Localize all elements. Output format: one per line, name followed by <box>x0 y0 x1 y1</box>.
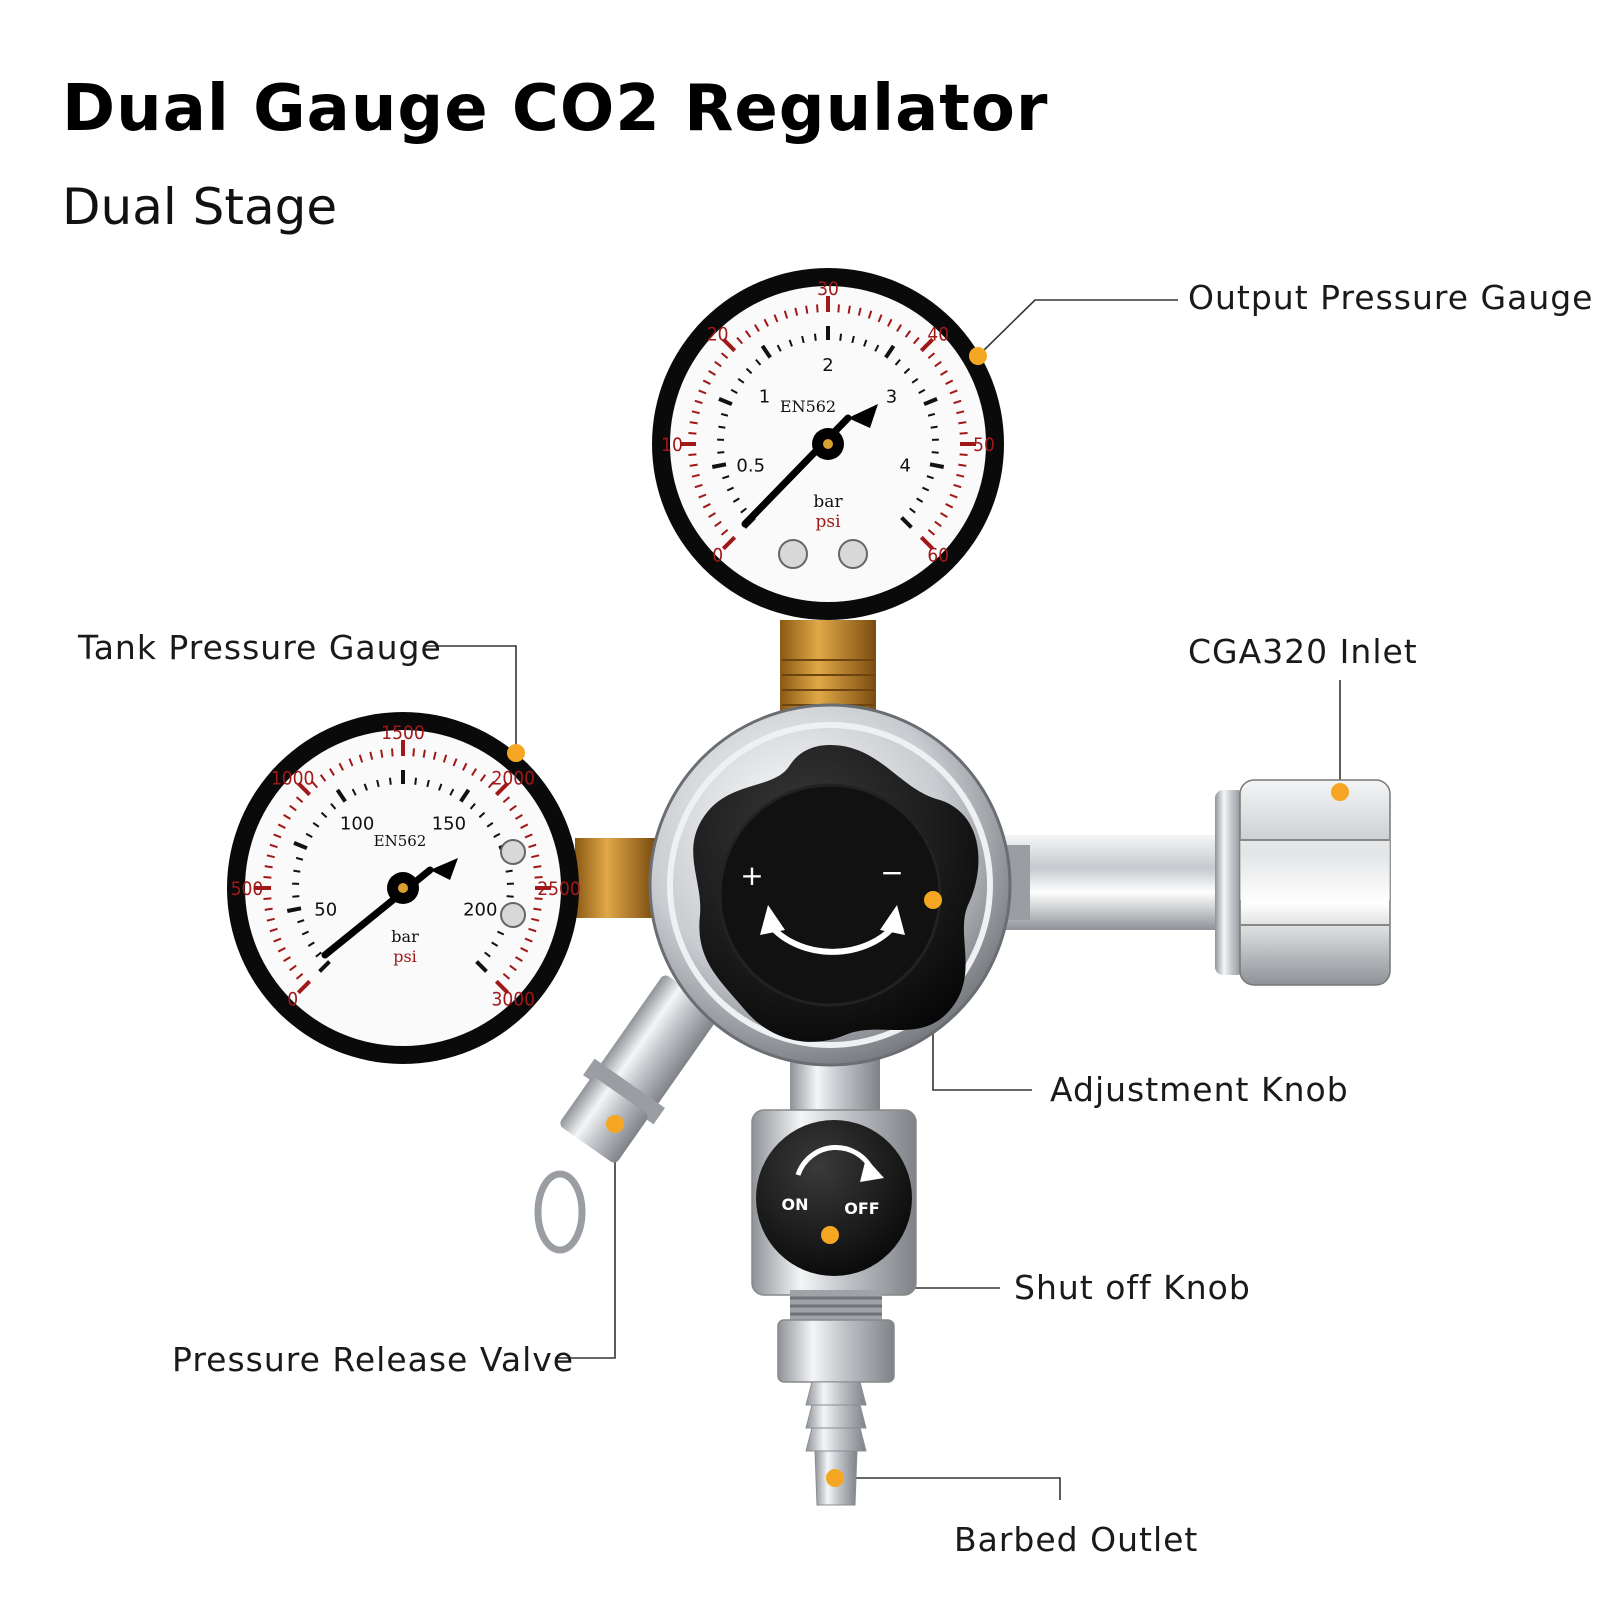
adjustment-knob-graphic <box>693 745 979 1042</box>
inlet-dot <box>1331 783 1349 801</box>
output-gauge-stem <box>780 620 876 720</box>
output-gauge-bar-tick-label: 1 <box>759 386 770 407</box>
tank-gauge-psi-tick-label: 2000 <box>492 768 536 790</box>
tank-gauge-graphic <box>227 712 579 1064</box>
callout-tank-gauge: Tank Pressure Gauge <box>78 628 442 667</box>
adjust-knob-dot <box>924 891 942 909</box>
adjust-minus-label: − <box>880 856 903 889</box>
output-gauge-psi-tick-label: 10 <box>661 434 683 456</box>
cga320-nut <box>1215 779 1391 986</box>
output-gauge-bar-unit: bar <box>813 492 843 512</box>
output-gauge-psi-tick-label: 40 <box>927 324 949 346</box>
callout-release-valve: Pressure Release Valve <box>172 1340 575 1379</box>
shutoff-knob-graphic <box>756 1120 912 1276</box>
inlet-arm <box>995 835 1245 930</box>
shutoff-off-label: OFF <box>844 1199 879 1218</box>
tank-gauge-psi-tick-label: 3000 <box>492 988 536 1010</box>
callout-inlet: CGA320 Inlet <box>1188 632 1418 671</box>
output-gauge-bar-tick-label: 2 <box>822 355 833 376</box>
tank-gauge-psi-tick-label: 0 <box>287 988 298 1010</box>
callout-output-gauge: Output Pressure Gauge <box>1188 278 1594 317</box>
page-title: Dual Gauge CO2 Regulator <box>62 72 1049 146</box>
shutoff-on-label: ON <box>782 1195 809 1214</box>
output-gauge-dot <box>969 347 987 365</box>
callout-shutoff-knob: Shut off Knob <box>1014 1268 1251 1307</box>
tank-gauge-bar-tick-label: 200 <box>463 900 497 921</box>
callout-barbed-outlet: Barbed Outlet <box>954 1520 1199 1559</box>
tank-gauge-brand: EN562 <box>374 832 427 850</box>
tank-gauge-psi-tick-label: 1000 <box>271 768 315 790</box>
adjust-plus-label: + <box>740 859 763 892</box>
shutoff-knob-dot <box>821 1226 839 1244</box>
output-gauge-psi-unit: psi <box>815 512 841 532</box>
output-gauge-psi-tick-label: 0 <box>712 544 723 566</box>
release-valve-dot <box>606 1115 624 1133</box>
output-gauge-brand: EN562 <box>780 397 836 416</box>
page-subtitle: Dual Stage <box>62 178 338 236</box>
tank-gauge-psi-tick-label: 2500 <box>537 878 581 900</box>
callout-dots <box>507 347 1349 1487</box>
tank-gauge-bar-tick-label: 50 <box>314 900 337 921</box>
pressure-release-valve <box>560 975 720 1163</box>
tank-gauge-bar-tick-label: 150 <box>432 813 466 834</box>
tank-gauge-stem <box>575 838 655 918</box>
output-gauge-psi-tick-label: 50 <box>973 434 995 456</box>
output-gauge-psi-tick-label: 20 <box>707 324 729 346</box>
callout-adjust-knob: Adjustment Knob <box>1050 1070 1349 1109</box>
barbed-outlet-dot <box>826 1469 844 1487</box>
output-gauge-bar-tick-label: 0.5 <box>736 456 765 477</box>
release-ring <box>534 1170 586 1254</box>
tank-gauge-dot <box>507 744 525 762</box>
tank-gauge-psi-unit: psi <box>393 947 417 966</box>
output-gauge-bar-tick-label: 3 <box>886 386 897 407</box>
output-gauge-graphic <box>652 268 1004 620</box>
output-gauge-psi-tick-label: 30 <box>817 278 839 300</box>
output-gauge-bar-tick-label: 4 <box>900 456 911 477</box>
tank-gauge-bar-unit: bar <box>391 927 419 946</box>
tank-gauge-psi-tick-label: 500 <box>231 878 264 900</box>
output-gauge-psi-tick-label: 60 <box>927 544 949 566</box>
tank-gauge-bar-tick-label: 100 <box>340 813 374 834</box>
tank-gauge-psi-tick-label: 1500 <box>381 722 425 744</box>
